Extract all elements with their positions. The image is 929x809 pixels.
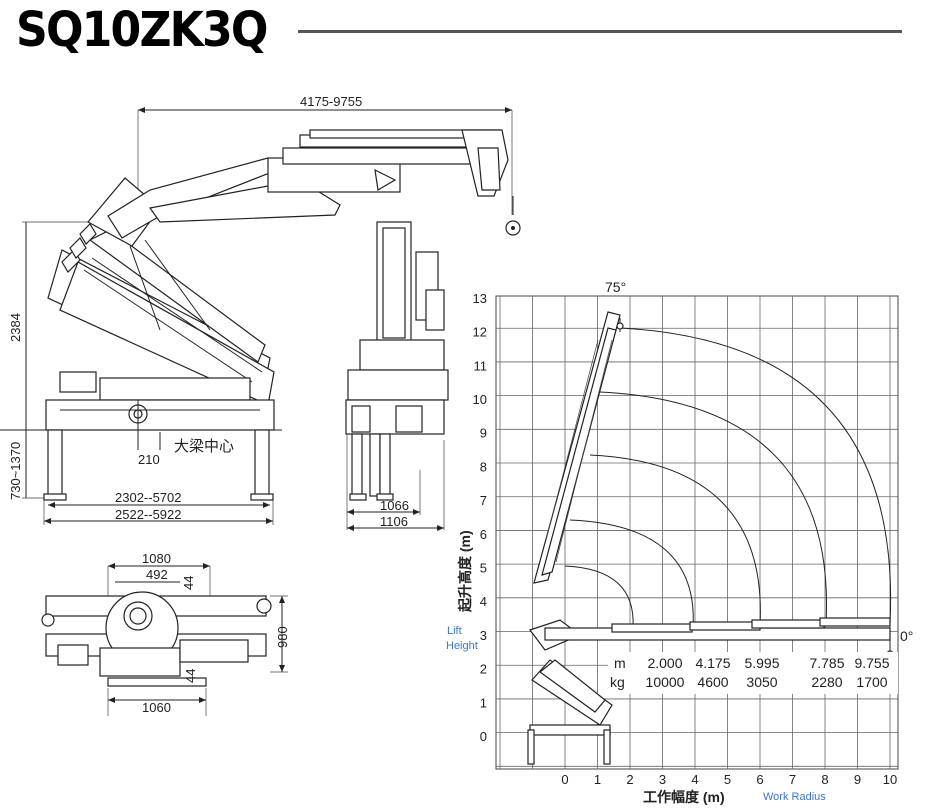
radius-value: 4.175 bbox=[695, 655, 730, 671]
y-tick-label: 6 bbox=[480, 527, 487, 542]
y-tick-label: 2 bbox=[480, 662, 487, 677]
y-tick-label: 0 bbox=[480, 729, 487, 744]
plan-dim-top-label: 1080 bbox=[142, 551, 171, 566]
radius-value: 9.755 bbox=[854, 655, 889, 671]
load-arc bbox=[599, 391, 828, 625]
chart-crane bbox=[527, 311, 894, 765]
radius-value: 2.000 bbox=[647, 655, 682, 671]
load-value: 4600 bbox=[697, 674, 728, 690]
x-tick-label: 2 bbox=[626, 772, 633, 787]
x-tick-labels: 0 1 2 3 4 5 6 7 8 9 10 bbox=[561, 772, 897, 787]
page-title: SQ10ZK3Q bbox=[16, 2, 268, 58]
y-tick-label: 9 bbox=[480, 426, 487, 441]
x-tick-label: 5 bbox=[724, 772, 731, 787]
y-tick-label: 11 bbox=[474, 358, 488, 373]
height-dim-label: 2384 bbox=[8, 313, 23, 342]
x-tick-label: 4 bbox=[691, 772, 698, 787]
y-tick-label: 13 bbox=[473, 291, 487, 306]
load-arc bbox=[619, 327, 892, 625]
plan-view: 1080 492 44 980 44 1060 bbox=[41, 551, 290, 716]
x-tick-label: 8 bbox=[821, 772, 828, 787]
plan-dim-small-2-label: 44 bbox=[183, 669, 198, 683]
outrigger-height-dim-label: 730~1370 bbox=[8, 442, 23, 500]
y-tick-label: 4 bbox=[480, 594, 487, 609]
x-tick-label: 1 bbox=[594, 772, 601, 787]
x-tick-label: 9 bbox=[854, 772, 861, 787]
y-tick-label: 12 bbox=[473, 325, 487, 340]
x-tick-label: 7 bbox=[789, 772, 796, 787]
rear-view: 1066 1106 bbox=[345, 221, 449, 531]
load-value: 3050 bbox=[746, 674, 777, 690]
reach-dim-label: 4175-9755 bbox=[300, 94, 362, 109]
offset-dim-label: 210 bbox=[138, 452, 160, 467]
load-value: 10000 bbox=[646, 674, 685, 690]
plan-dim-inner-label: 492 bbox=[146, 567, 168, 582]
beam-center-label: 大梁中心 bbox=[174, 438, 234, 455]
y-axis-label-en-line-2: Height bbox=[446, 640, 478, 652]
title-rule bbox=[298, 30, 902, 33]
load-value: 1700 bbox=[856, 674, 887, 690]
plan-dim-bottom-label: 1060 bbox=[142, 700, 171, 715]
row-m-label: m bbox=[614, 655, 626, 671]
span-dim-1-label: 2302--5702 bbox=[115, 490, 182, 505]
y-tick-label: 5 bbox=[480, 561, 487, 576]
radius-value: 7.785 bbox=[809, 655, 844, 671]
x-tick-label: 0 bbox=[561, 772, 568, 787]
row-kg-label: kg bbox=[610, 674, 625, 690]
y-axis-label-en-line-1: Lift bbox=[447, 625, 462, 637]
x-tick-label: 3 bbox=[659, 772, 666, 787]
plan-dim-right-label: 980 bbox=[275, 626, 290, 648]
radius-value: 5.995 bbox=[744, 655, 779, 671]
y-tick-label: 1 bbox=[480, 695, 487, 710]
y-tick-label: 3 bbox=[480, 628, 487, 643]
x-axis-label-en: Work Radius bbox=[763, 791, 826, 803]
load-value: 2280 bbox=[811, 674, 842, 690]
capacity-table-bg bbox=[608, 652, 898, 694]
load-arc bbox=[564, 565, 634, 629]
y-tick-label: 7 bbox=[480, 493, 487, 508]
x-axis-label: 工作幅度 (m) bbox=[643, 789, 725, 805]
y-axis-label: 起升高度 (m) bbox=[457, 530, 473, 613]
x-tick-label: 6 bbox=[756, 772, 763, 787]
x-tick-label: 10 bbox=[883, 772, 897, 787]
y-tick-label: 10 bbox=[473, 392, 487, 407]
load-arc bbox=[589, 454, 761, 627]
load-arc bbox=[569, 519, 694, 629]
chart-frame bbox=[495, 295, 899, 770]
angle-flat-label: 0° bbox=[900, 628, 913, 644]
angle-top-label: 75° bbox=[605, 279, 626, 295]
span-dim-2-label: 2522--5922 bbox=[115, 507, 182, 522]
rear-width-dim-2-label: 1106 bbox=[380, 514, 408, 529]
plan-dim-small-1-label: 44 bbox=[181, 576, 196, 590]
load-arcs bbox=[564, 327, 892, 629]
y-tick-label: 8 bbox=[480, 459, 487, 474]
rear-width-dim-1-label: 1066 bbox=[380, 498, 409, 513]
side-view: 4175-9755 2384 730~1370 bbox=[0, 94, 521, 525]
capacity-table: 2.000 4.175 5.995 7.785 9.755 10000 4600 3050 22… bbox=[646, 655, 890, 690]
